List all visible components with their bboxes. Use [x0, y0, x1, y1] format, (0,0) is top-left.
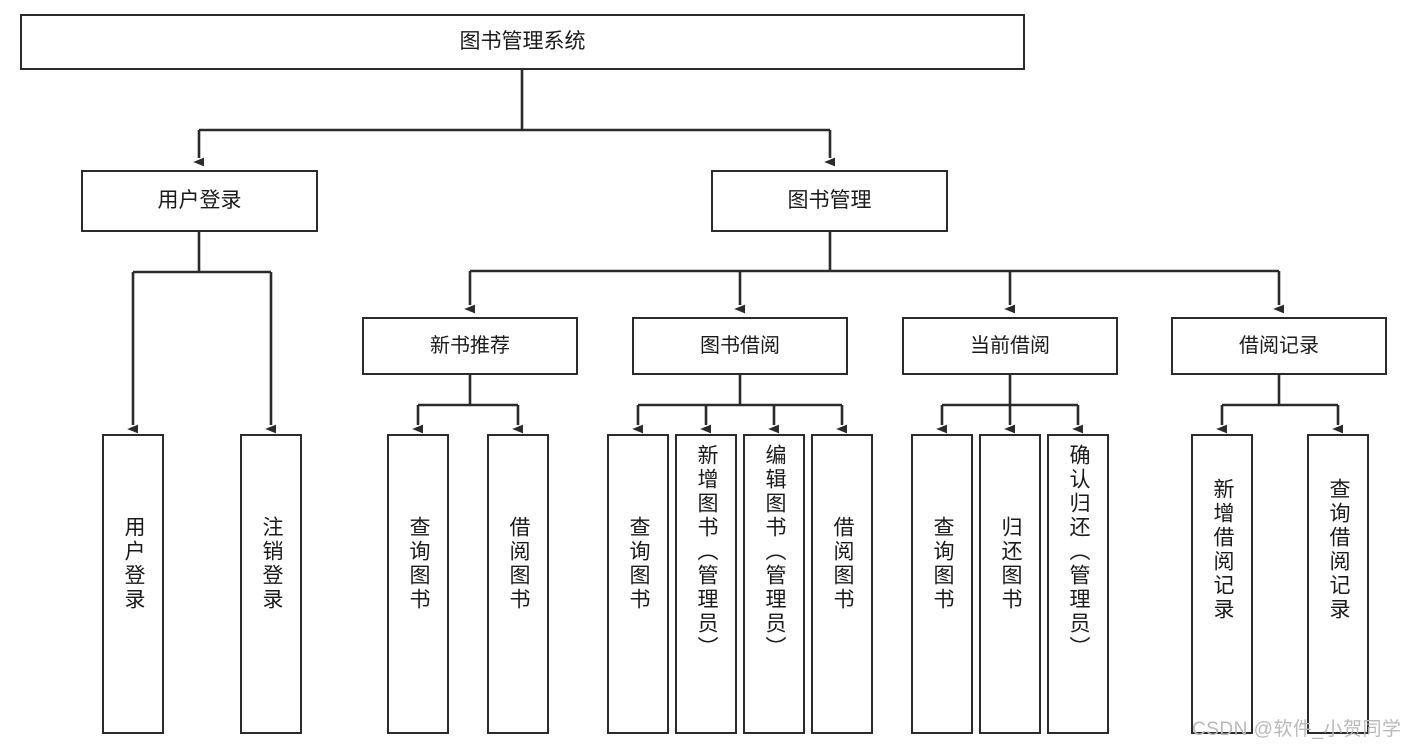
node-leaf-return-book[interactable]: 归还图书 — [979, 434, 1041, 734]
node-label: 借阅图书 — [831, 516, 855, 612]
node-label: 用户登录 — [157, 189, 242, 213]
node-leaf-borrow-book-2[interactable]: 借阅图书 — [811, 434, 873, 734]
node-label: 注销登录 — [260, 516, 284, 612]
node-leaf-query-book-1[interactable]: 查询图书 — [387, 434, 449, 734]
node-leaf-add-book-admin[interactable]: 新增图书（管理员） — [675, 434, 737, 734]
node-leaf-query-borrow-record[interactable]: 查询借阅记录 — [1307, 434, 1369, 734]
node-label: 查询图书 — [627, 516, 651, 612]
node-label: 查询图书 — [407, 516, 431, 612]
node-label: 图书管理系统 — [459, 30, 586, 54]
node-label: 新增借阅记录 — [1211, 478, 1235, 622]
node-label: 图书借阅 — [700, 334, 780, 357]
node-leaf-add-borrow-record[interactable]: 新增借阅记录 — [1191, 434, 1253, 734]
node-current-borrow[interactable]: 当前借阅 — [902, 317, 1118, 375]
node-label: 图书管理 — [787, 189, 872, 213]
node-leaf-query-book-2[interactable]: 查询图书 — [607, 434, 669, 734]
node-label: 当前借阅 — [970, 334, 1050, 357]
node-leaf-query-book-3[interactable]: 查询图书 — [911, 434, 973, 734]
node-label: 归还图书 — [999, 516, 1023, 612]
node-label: 查询借阅记录 — [1327, 478, 1351, 622]
node-leaf-logout-login[interactable]: 注销登录 — [240, 434, 302, 734]
node-book-borrow[interactable]: 图书借阅 — [632, 317, 848, 375]
node-label: 新增图书（管理员） — [695, 444, 719, 660]
node-label: 确认归还（管理员） — [1067, 444, 1091, 660]
node-book-management-system[interactable]: 图书管理系统 — [20, 14, 1025, 70]
node-label: 查询图书 — [931, 516, 955, 612]
node-leaf-borrow-book-1[interactable]: 借阅图书 — [487, 434, 549, 734]
node-label: 借阅记录 — [1239, 334, 1319, 357]
node-user-login[interactable]: 用户登录 — [81, 170, 318, 232]
node-new-book-recommend[interactable]: 新书推荐 — [362, 317, 578, 375]
node-borrow-record[interactable]: 借阅记录 — [1171, 317, 1387, 375]
node-label: 新书推荐 — [430, 334, 510, 357]
node-leaf-edit-book-admin[interactable]: 编辑图书（管理员） — [743, 434, 805, 734]
node-label: 编辑图书（管理员） — [763, 444, 787, 660]
node-leaf-confirm-return-admin[interactable]: 确认归还（管理员） — [1047, 434, 1109, 734]
node-leaf-user-login[interactable]: 用户登录 — [102, 434, 164, 734]
node-book-management[interactable]: 图书管理 — [711, 170, 948, 232]
node-label: 借阅图书 — [507, 516, 531, 612]
node-label: 用户登录 — [122, 516, 146, 612]
